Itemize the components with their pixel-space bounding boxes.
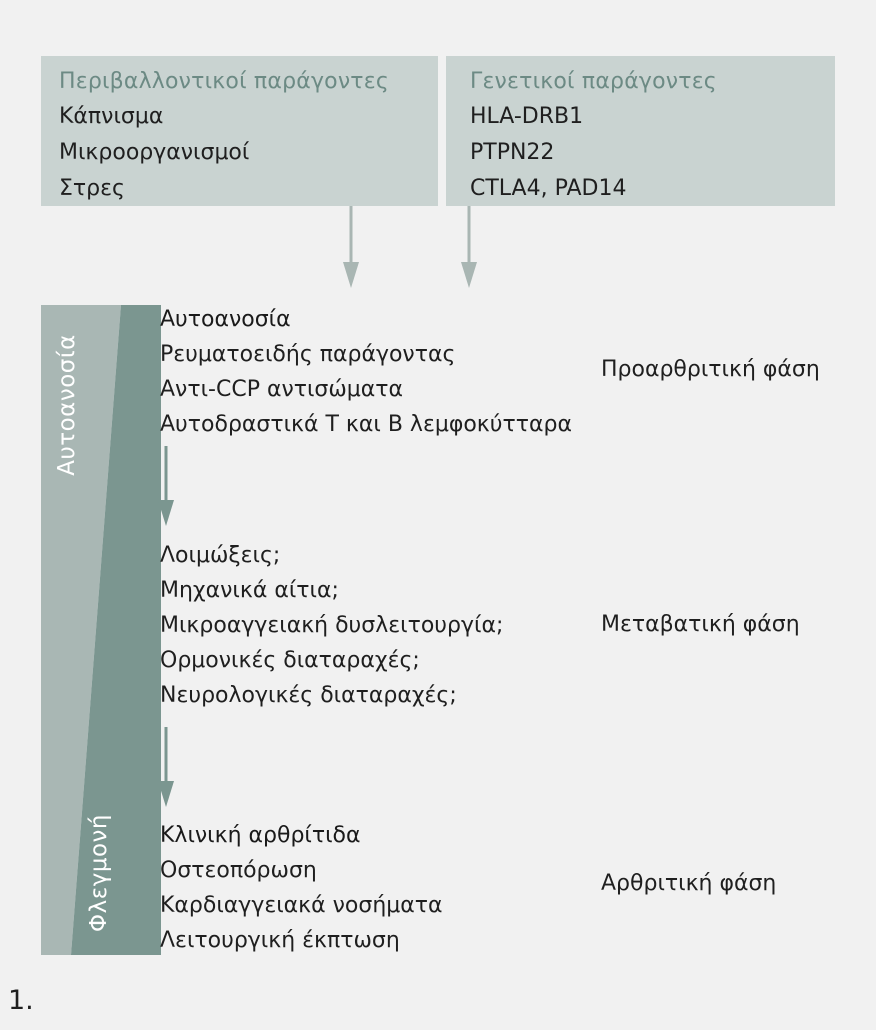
stage-item: Οστεοπόρωση xyxy=(160,858,317,883)
genetic-factors-box: Γενετικοί παράγοντες HLA-DRB1 PTPN22 CTL… xyxy=(446,56,835,206)
genetic-factor-item: PTPN22 xyxy=(470,140,555,165)
stage-item: Μηχανικά αίτια; xyxy=(160,578,339,603)
stage-item: Λοιμώξεις; xyxy=(160,543,281,568)
stage-item: Νευρολογικές διαταραχές; xyxy=(160,683,457,708)
stage-clinical-arthritis: Κλινική αρθρίτιδα Οστεοπόρωση Καρδιαγγει… xyxy=(160,819,443,958)
stage-item: Αντι-CCP αντισώματα xyxy=(160,377,404,402)
stage-autoimmunity: Αυτοανοσία Ρευματοειδής παράγοντας Αντι-… xyxy=(160,303,572,442)
stage-item: Αυτοδραστικά T και B λεμφοκύτταρα xyxy=(160,412,572,437)
stage-title: Αυτοανοσία xyxy=(160,307,291,332)
genetic-factor-item: CTLA4, PAD14 xyxy=(470,176,627,201)
environmental-factor-item: Μικροοργανισμοί xyxy=(59,140,250,165)
stage-item: Λειτουργική έκπτωση xyxy=(160,928,400,953)
genetic-factor-item: HLA-DRB1 xyxy=(470,104,584,129)
figure-number: 1. xyxy=(8,985,34,1016)
phase-label-transitional: Μεταβατική φάση xyxy=(601,612,800,637)
autoimmunity-inflammation-wedge xyxy=(41,305,161,955)
stage-arrow-icon xyxy=(158,446,174,526)
stage-item: Καρδιαγγειακά νοσήματα xyxy=(160,893,443,918)
environmental-arrow-icon xyxy=(343,206,359,288)
wedge-label-inflammation: Φλεγμονή xyxy=(86,814,112,932)
genetic-factors-title: Γενετικοί παράγοντες xyxy=(470,69,717,94)
environmental-factor-item: Κάπνισμα xyxy=(59,104,164,129)
wedge-label-autoimmunity: Αυτοανοσία xyxy=(54,334,80,476)
stage-title: Κλινική αρθρίτιδα xyxy=(160,823,361,848)
environmental-factors-title: Περιβαλλοντικοί παράγοντες xyxy=(59,69,389,94)
stage-arrow-icon xyxy=(158,727,174,807)
environmental-factor-item: Στρες xyxy=(59,176,125,201)
stage-transitional: Λοιμώξεις; Μηχανικά αίτια; Μικροαγγειακή… xyxy=(160,538,503,713)
environmental-factors-box: Περιβαλλοντικοί παράγοντες Κάπνισμα Μικρ… xyxy=(41,56,438,206)
phase-label-prearthritic: Προαρθριτική φάση xyxy=(601,357,820,382)
stage-item: Ορμονικές διαταραχές; xyxy=(160,648,420,673)
phase-label-arthritic: Αρθριτική φάση xyxy=(601,871,777,896)
genetic-arrow-icon xyxy=(461,206,477,288)
stage-item: Ρευματοειδής παράγοντας xyxy=(160,342,456,367)
stage-item: Μικροαγγειακή δυσλειτουργία; xyxy=(160,613,504,638)
